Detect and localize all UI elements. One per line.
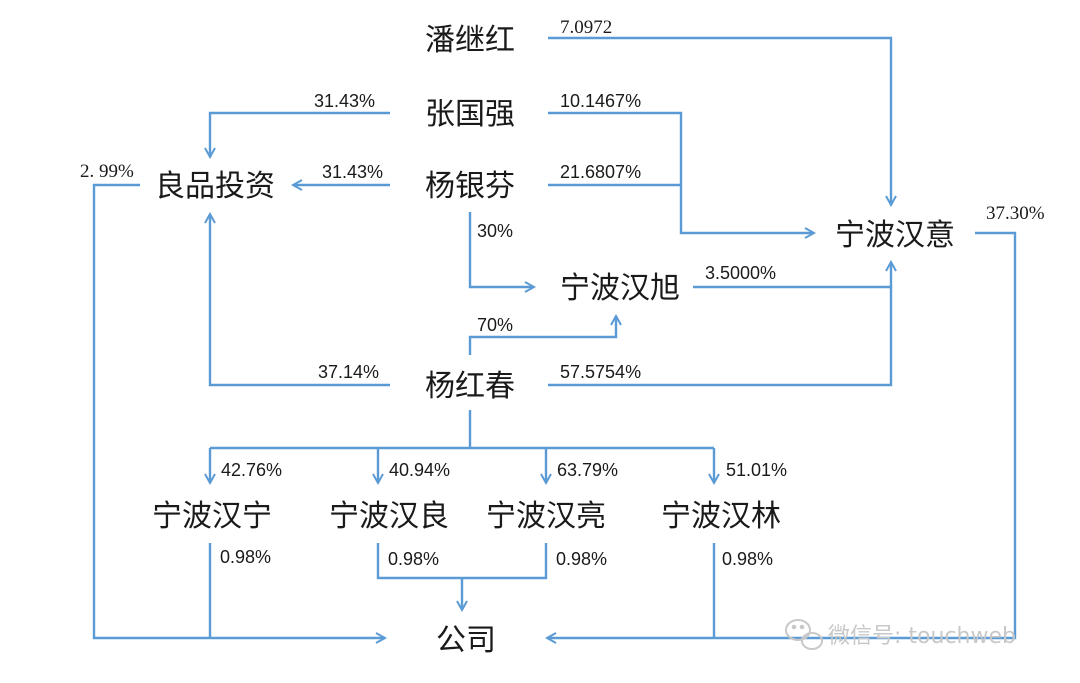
wechat-icon <box>785 619 823 650</box>
label-to-hanliang: 40.94% <box>389 460 450 480</box>
label-yang-hongchun-to-hanyi: 57.5754% <box>560 362 641 382</box>
label-hanxu-to-hanyi: 3.5000% <box>705 263 776 283</box>
edge-pan-to-hanyi <box>548 36 891 205</box>
label-hanning-to-company: 0.98% <box>220 547 271 567</box>
node-ningbo-hanlin: 宁波汉林 <box>661 499 781 534</box>
edge-hanyi-to-company <box>547 231 1017 638</box>
edge-hanliang-pair-to-company <box>376 543 548 610</box>
edge-labels: 7.0972 31.43% 10.1467% 2. 99% 31.43% 21.… <box>80 17 1045 569</box>
label-zhang-to-hanyi: 10.1467% <box>560 91 641 111</box>
edge-zhang-to-hanyi <box>548 111 814 233</box>
label-hanlin-to-company: 0.98% <box>722 549 773 569</box>
label-pan-to-hanyi: 7.0972 <box>560 17 612 38</box>
node-yang-yinfen: 杨银芬 <box>425 169 515 204</box>
node-yang-hongchun: 杨红春 <box>425 369 515 404</box>
node-pan-jihong: 潘继红 <box>425 23 515 58</box>
label-yang-yinfen-to-hanyi: 21.6807% <box>560 162 641 182</box>
label-yang-yinfen-to-liangpin: 31.43% <box>322 162 383 182</box>
label-yang-yinfen-to-hanxu: 30% <box>477 221 513 241</box>
watermark: 微信号: touchweb <box>785 619 1016 650</box>
node-ningbo-hanliang2: 宁波汉亮 <box>486 499 606 534</box>
label-to-hanliang2: 63.79% <box>557 460 618 480</box>
edge-yang-hongchun-to-liangpin <box>210 214 390 387</box>
label-yang-hongchun-to-liangpin: 37.14% <box>318 362 379 382</box>
node-company: 公司 <box>436 623 496 658</box>
edge-yang-hongchun-to-hanyi <box>548 287 893 387</box>
connectors <box>92 36 1017 638</box>
node-liangpin-investment: 良品投资 <box>155 169 275 204</box>
edge-yang-yinfen-to-hanxu <box>468 212 534 287</box>
label-yang-hongchun-to-hanxu: 70% <box>477 315 513 335</box>
label-hanyi-to-company: 37.30% <box>986 203 1045 224</box>
node-ningbo-hanning: 宁波汉宁 <box>152 499 272 534</box>
label-zhang-to-liangpin: 31.43% <box>314 91 375 111</box>
edge-yang-hongchun-to-hanxu <box>468 316 616 355</box>
watermark-text: 微信号: touchweb <box>828 624 1016 649</box>
label-to-hanning: 42.76% <box>221 460 282 480</box>
label-liangpin-to-company: 2. 99% <box>80 161 134 182</box>
edge-zhang-to-liangpin <box>210 111 390 157</box>
label-hanliang2-to-company: 0.98% <box>556 549 607 569</box>
label-hanliang-to-company: 0.98% <box>388 549 439 569</box>
edge-liangpin-to-company <box>92 183 385 638</box>
node-ningbo-hanxu: 宁波汉旭 <box>560 271 680 306</box>
node-ningbo-hanyi: 宁波汉意 <box>835 218 955 253</box>
label-to-hanlin: 51.01% <box>726 460 787 480</box>
node-ningbo-hanliang: 宁波汉良 <box>329 499 449 534</box>
entity-nodes: 潘继红 张国强 杨银芬 良品投资 宁波汉意 宁波汉旭 杨红春 宁波汉宁 宁波汉良… <box>152 23 955 658</box>
node-zhang-guoqiang: 张国强 <box>425 97 515 132</box>
edge-yang-hongchun-down-trunk <box>210 410 714 450</box>
